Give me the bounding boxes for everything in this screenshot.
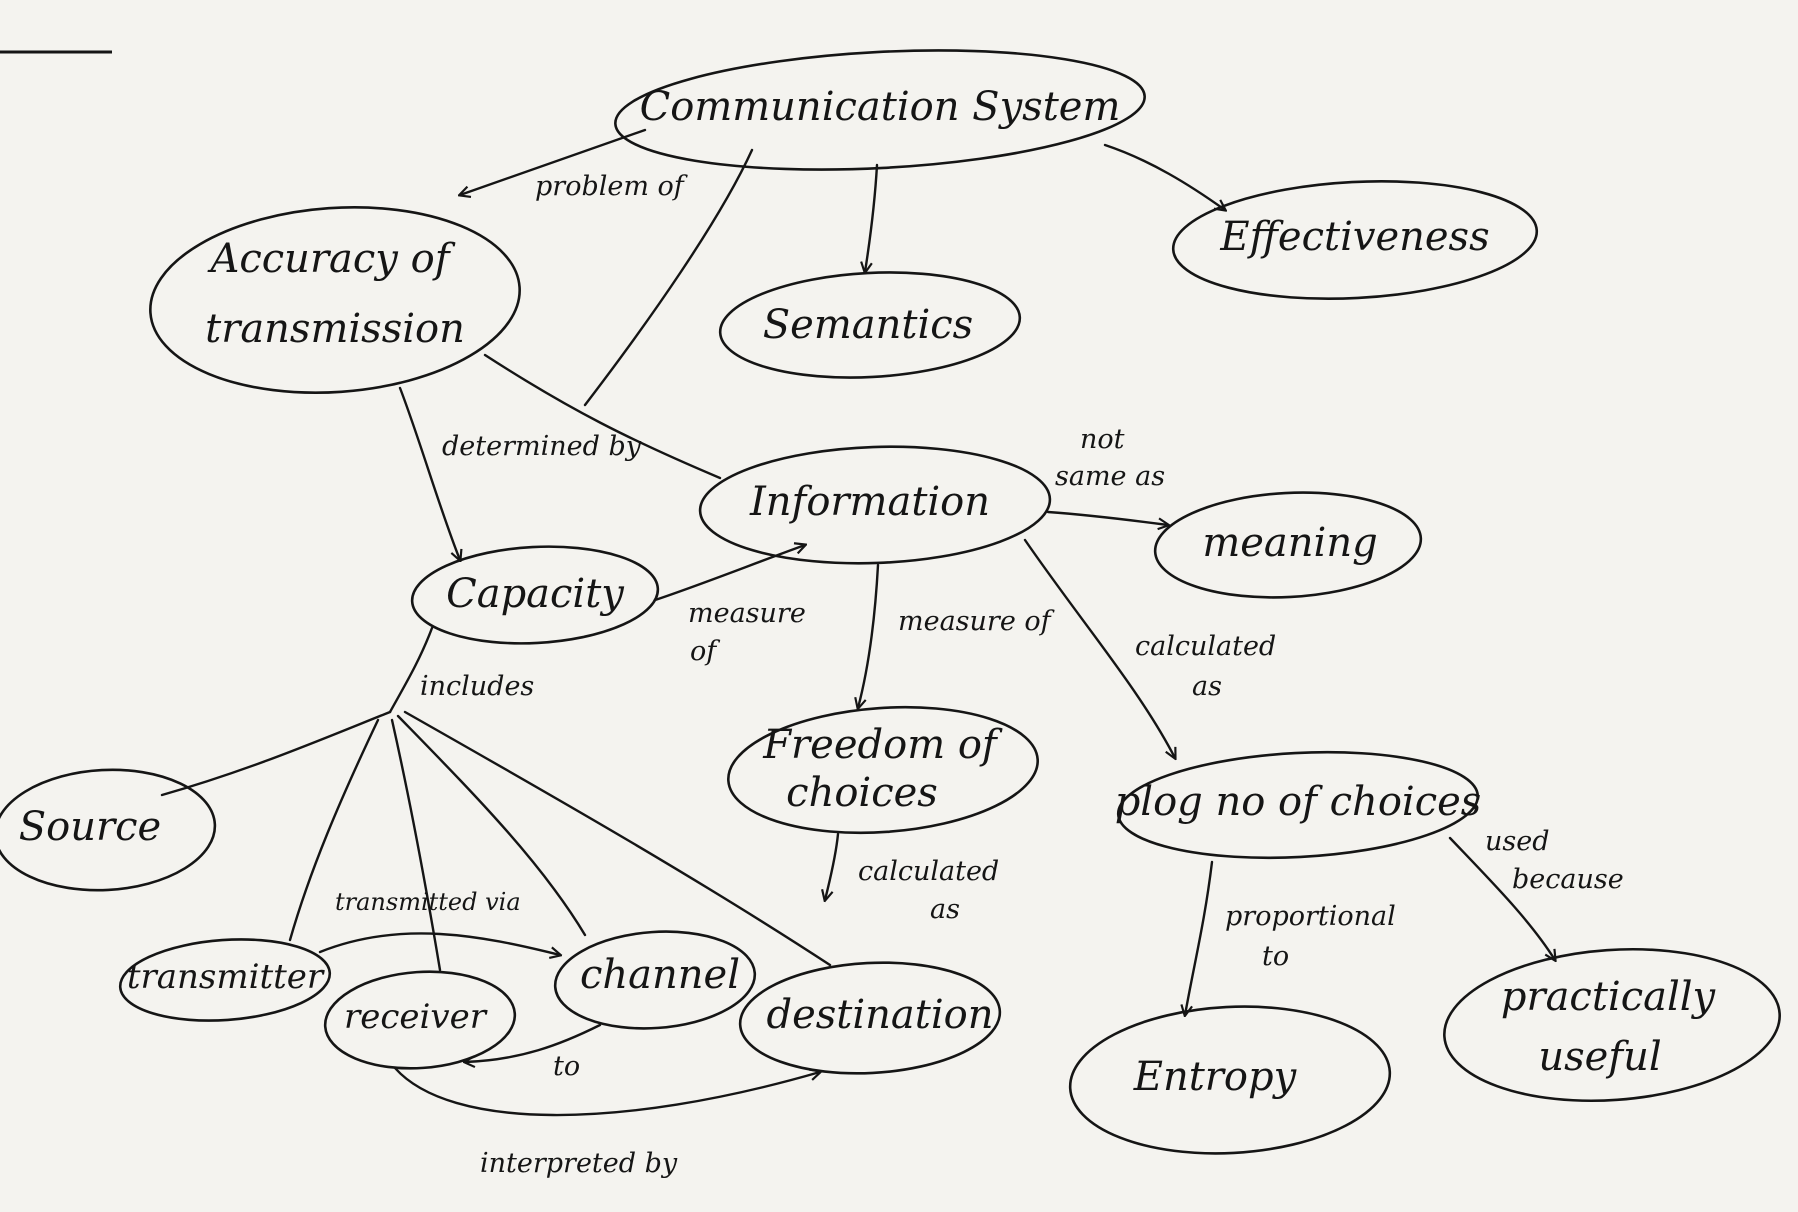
node-label: receiver (344, 997, 488, 1037)
edge-comm-to-accuracy (460, 128, 647, 195)
edge-accuracy-to-information (483, 353, 722, 480)
edge-information-to-plog (1023, 538, 1175, 758)
node-capacity: Capacity (410, 545, 660, 645)
edge-label-used: used (1485, 826, 1550, 857)
node-outline (738, 961, 1002, 1075)
node-receiver: receiver (323, 970, 517, 1070)
edge-label-calculated: calculated (1135, 631, 1276, 662)
edge-label-to: to (553, 1051, 580, 1082)
edge-label-not: not (1080, 424, 1125, 455)
node-effectiveness: Effectiveness (1171, 180, 1539, 300)
node-label: Entropy (1133, 1054, 1298, 1100)
edge-plog-to-entropy (1185, 860, 1214, 1015)
node-outline (1068, 1005, 1392, 1155)
node-semantics: Semantics (718, 271, 1022, 379)
node-label: Capacity (446, 571, 625, 617)
node-outline (0, 768, 217, 892)
node-label-line2: useful (1538, 1034, 1661, 1080)
edge-label-interpreted-by: interpreted by (480, 1148, 678, 1179)
edge-accuracy-to-capacity (398, 386, 460, 560)
edge-includes-to-receiver (390, 718, 442, 972)
node-label: Communication System (640, 84, 1121, 130)
node-source: Source (0, 768, 217, 892)
edge-comm-to-effectiveness (1103, 143, 1225, 210)
node-channel: channel (553, 930, 757, 1030)
node-label: Source (19, 804, 161, 850)
node-outline (1443, 947, 1781, 1103)
node-label: destination (767, 992, 994, 1038)
node-transmitter: transmitter (118, 938, 332, 1022)
node-label: plog no of choices (1115, 779, 1482, 825)
edges (160, 128, 1555, 1117)
edge-label-transmitted-via: transmitted via (335, 888, 521, 916)
node-outline (1153, 491, 1423, 599)
node-meaning: meaning (1153, 491, 1423, 599)
node-label: transmitter (127, 957, 325, 997)
node-entropy: Entropy (1068, 1005, 1392, 1155)
edge-label-includes: includes (420, 671, 534, 702)
node-practically-useful: practically useful (1443, 947, 1781, 1103)
edge-label-measure-of: measure of (898, 606, 1055, 637)
node-label: Information (749, 479, 990, 525)
node-label-line2: transmission (205, 306, 465, 352)
edge-label-measure: measure (688, 598, 806, 629)
node-outline (698, 445, 1052, 565)
node-outline (323, 970, 517, 1070)
node-label: Semantics (763, 302, 973, 348)
edge-transmitter-to-channel (318, 932, 560, 955)
edge-label-because: because (1512, 864, 1624, 895)
edge-information-to-freedom (858, 563, 880, 708)
edge-freedom-to-plog (825, 832, 840, 900)
node-information: Information (698, 445, 1052, 565)
node-destination: destination (738, 961, 1002, 1075)
node-label-line1: Freedom of (762, 722, 1003, 768)
edge-includes-to-destination (403, 710, 832, 967)
edge-channel-to-receiver (465, 1023, 602, 1062)
edge-label-same-as: same as (1055, 461, 1165, 492)
node-accuracy-of-transmission: Accuracy of transmission (149, 206, 521, 394)
edge-label-calculated-2: calculated (858, 856, 999, 887)
node-outline (1171, 180, 1539, 300)
edge-label-determined-by: determined by (442, 431, 642, 462)
edge-includes-to-transmitter (288, 718, 380, 942)
node-label: channel (580, 952, 740, 998)
edge-label-problem-of: problem of (535, 171, 688, 202)
node-outline (553, 930, 757, 1030)
edge-label-as: as (1192, 671, 1222, 702)
node-label-line2: choices (786, 770, 938, 816)
edge-comm-to-information (583, 148, 754, 407)
edge-label-as-2: as (930, 894, 960, 925)
edge-label-of: of (690, 636, 720, 667)
node-label-line1: Accuracy of (206, 236, 455, 282)
node-label: Effectiveness (1219, 214, 1489, 260)
edge-includes-to-source (160, 710, 392, 797)
node-outline (149, 206, 521, 394)
edge-plog-to-practically-useful (1448, 836, 1555, 960)
edge-capacity-to-information (653, 545, 805, 602)
node-outline (1116, 750, 1480, 860)
edge-includes-to-channel (396, 714, 587, 937)
edge-information-to-meaning (1046, 510, 1168, 525)
node-outline (410, 545, 660, 645)
node-communication-system: Communication System (614, 49, 1146, 171)
edge-label-proportional-to: to (1262, 941, 1289, 972)
node-label: meaning (1202, 520, 1377, 566)
node-freedom-of-choices: Freedom of choices (727, 705, 1039, 835)
node-outline (614, 49, 1146, 171)
node-outline (727, 705, 1039, 835)
edge-receiver-to-destination (393, 1066, 820, 1117)
edge-label-proportional: proportional (1225, 901, 1396, 932)
node-plog-no-of-choices: plog no of choices (1115, 750, 1482, 860)
edge-comm-to-semantics (865, 163, 879, 272)
edge-labels: problem of determined by not same as mea… (335, 171, 1624, 1179)
edge-capacity-to-includes (388, 626, 434, 714)
node-outline (118, 938, 332, 1022)
node-label-line1: practically (1501, 974, 1717, 1020)
